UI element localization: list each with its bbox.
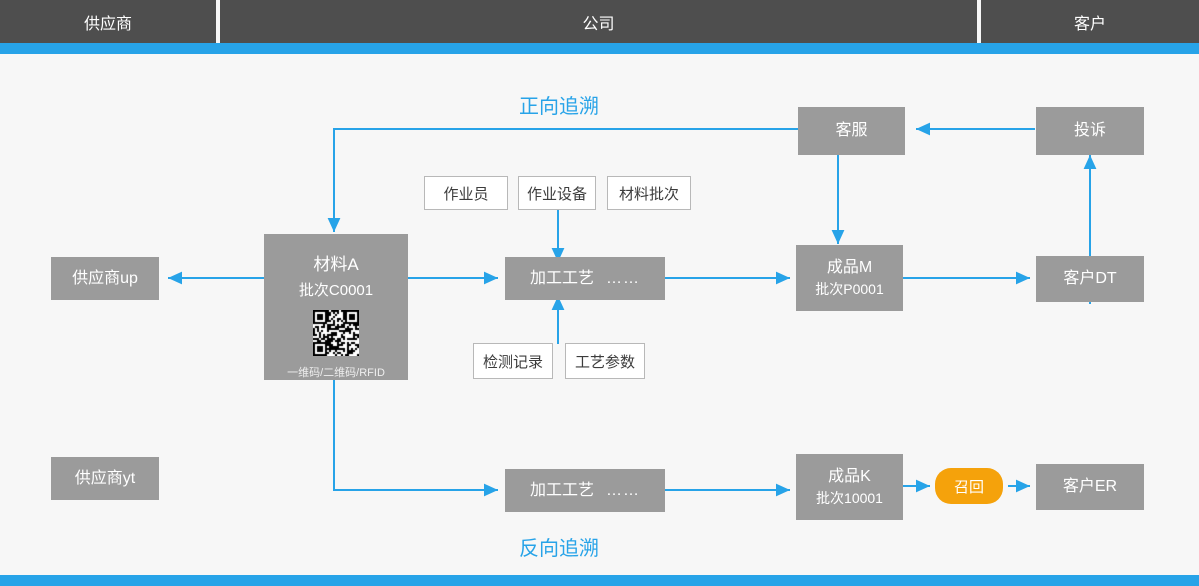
attribute-material-batch-label: 材料批次 (618, 185, 679, 203)
node-supplier-up-label: 供应商up (72, 269, 138, 287)
diagram-canvas: 正向追溯 反向追溯 供应商up 供应商yt 材料A 批次C0001 一维码/二维… (0, 54, 1199, 575)
node-material-a[interactable]: 材料A 批次C0001 一维码/二维码/RFID (264, 234, 408, 380)
node-process-bottom-suffix: …… (606, 481, 640, 499)
node-customer-service[interactable]: 客服 (798, 107, 905, 155)
attribute-material-batch[interactable]: 材料批次 (607, 176, 691, 210)
header-column-company: 公司 (220, 0, 977, 52)
qr-code-icon (313, 310, 359, 356)
node-product-m-batch: 批次P0001 (815, 281, 884, 298)
attribute-inspection-record[interactable]: 检测记录 (473, 343, 553, 379)
node-supplier-up[interactable]: 供应商up (51, 257, 159, 300)
accent-bar-top (0, 43, 1199, 54)
node-product-m[interactable]: 成品M 批次P0001 (796, 245, 903, 311)
node-customer-dt[interactable]: 客户DT (1036, 256, 1144, 302)
node-process-top[interactable]: 加工工艺 …… (505, 257, 665, 300)
accent-bar-bottom (0, 575, 1199, 586)
node-customer-dt-label: 客户DT (1063, 270, 1117, 288)
node-process-top-suffix: …… (606, 269, 640, 287)
header-column-supplier: 供应商 (0, 0, 216, 52)
node-process-bottom[interactable]: 加工工艺 …… (505, 469, 665, 512)
header-bar: 供应商 公司 客户 (0, 0, 1199, 52)
attribute-inspection-record-label: 检测记录 (482, 353, 543, 371)
attribute-process-parameter[interactable]: 工艺参数 (565, 343, 645, 379)
reverse-trace-label: 反向追溯 (519, 538, 599, 560)
node-material-a-code-caption: 一维码/二维码/RFID (287, 367, 385, 379)
node-product-k[interactable]: 成品K 批次10001 (796, 454, 903, 520)
node-product-k-batch: 批次10001 (816, 490, 883, 507)
attribute-process-parameter-label: 工艺参数 (574, 353, 635, 371)
node-supplier-yt[interactable]: 供应商yt (51, 457, 159, 500)
node-customer-service-label: 客服 (835, 122, 868, 140)
header-column-supplier-label: 供应商 (83, 15, 132, 33)
node-recall-label: 召回 (953, 478, 984, 496)
node-complaint[interactable]: 投诉 (1036, 107, 1144, 155)
node-product-k-label: 成品K (828, 468, 871, 486)
node-process-top-label: 加工工艺 (529, 269, 594, 287)
node-material-a-batch: 批次C0001 (298, 282, 374, 299)
node-process-bottom-label: 加工工艺 (529, 481, 594, 499)
forward-trace-label: 正向追溯 (519, 96, 599, 118)
node-material-a-label: 材料A (313, 255, 359, 274)
node-product-m-label: 成品M (826, 259, 873, 277)
attribute-equipment-label: 作业设备 (526, 185, 587, 203)
header-column-customer: 客户 (981, 0, 1199, 52)
header-column-company-label: 公司 (582, 15, 615, 33)
header-column-customer-label: 客户 (1073, 15, 1106, 33)
node-customer-er-label: 客户ER (1062, 478, 1118, 496)
node-recall[interactable]: 召回 (935, 468, 1003, 504)
node-supplier-yt-label: 供应商yt (74, 469, 136, 487)
node-complaint-label: 投诉 (1073, 122, 1106, 140)
attribute-operator[interactable]: 作业员 (424, 176, 508, 210)
node-customer-er[interactable]: 客户ER (1036, 464, 1144, 510)
attribute-operator-label: 作业员 (443, 185, 489, 203)
attribute-equipment[interactable]: 作业设备 (518, 176, 596, 210)
